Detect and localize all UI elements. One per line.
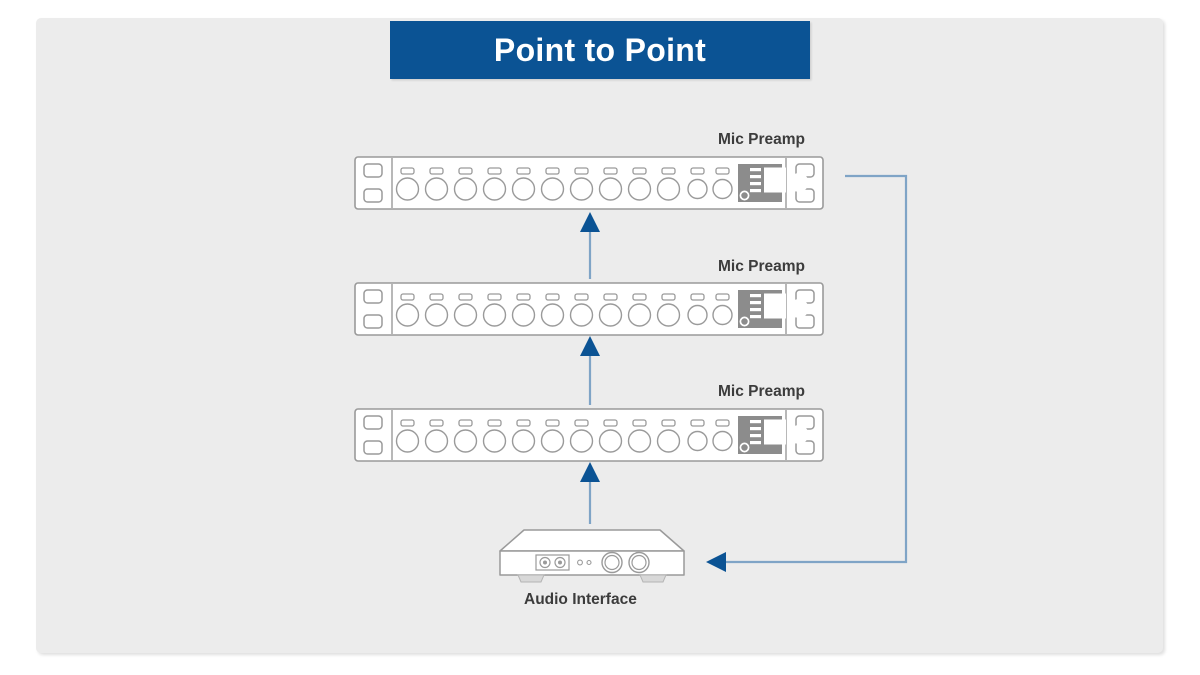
preamp-channel-knobs (395, 429, 733, 453)
label-preamp-bottom: Mic Preamp (718, 383, 806, 400)
preamp-channel-buttons (400, 167, 730, 175)
label-preamp-top: Mic Preamp (718, 131, 806, 148)
device-preamp-bottom[interactable] (354, 408, 824, 462)
diagram-title-banner: Point to Point (390, 21, 810, 79)
interface-connector-block (535, 554, 570, 571)
interface-indicator-leds (577, 559, 592, 566)
label-preamp-middle: Mic Preamp (718, 258, 806, 275)
preamp-channel-buttons (400, 293, 730, 301)
device-preamp-top[interactable] (354, 156, 824, 210)
device-audio-interface[interactable] (494, 525, 690, 587)
interface-output-jacks (601, 551, 650, 574)
label-audio-interface: Audio Interface (524, 591, 637, 608)
page-title: Point to Point (493, 31, 707, 68)
preamp-channel-knobs (395, 177, 733, 201)
device-preamp-middle[interactable] (354, 282, 824, 336)
